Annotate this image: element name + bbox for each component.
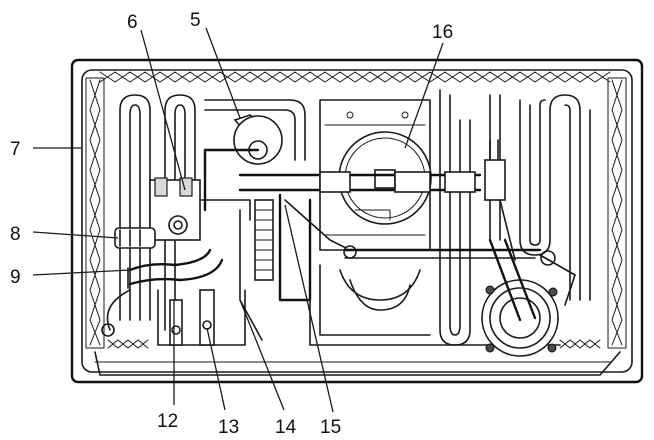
leader-lines [32,27,444,413]
callout-5: 5 [190,10,201,31]
callout-16: 16 [432,22,453,43]
component-6-valve-block [149,177,251,241]
component-8-fitting [114,227,156,249]
component-15-pipe [278,193,357,302]
lattice-border-top [99,71,611,83]
base-frame [70,58,644,384]
compressor-unit [481,238,576,357]
refrigerant-line-lower [343,248,542,259]
component-14-coil [239,199,274,341]
callout-13: 13 [218,417,239,438]
callout-7: 7 [10,139,21,160]
callout-15: 15 [320,417,341,438]
callout-12: 12 [157,411,178,432]
lattice-border-right [607,77,627,349]
component-9-elbow [127,248,224,289]
callout-6: 6 [127,12,138,33]
callout-9: 9 [10,267,21,288]
refrigerant-line-top [238,139,516,261]
component-5-tank [203,114,283,212]
lattice-border-bottom [107,339,601,349]
callout-8: 8 [10,224,21,245]
lattice-border-left [85,77,105,349]
callout-labels: 5 6 7 8 9 12 13 14 15 16 [10,10,453,438]
component-12-13-supports [101,289,246,346]
callout-14: 14 [275,417,297,438]
